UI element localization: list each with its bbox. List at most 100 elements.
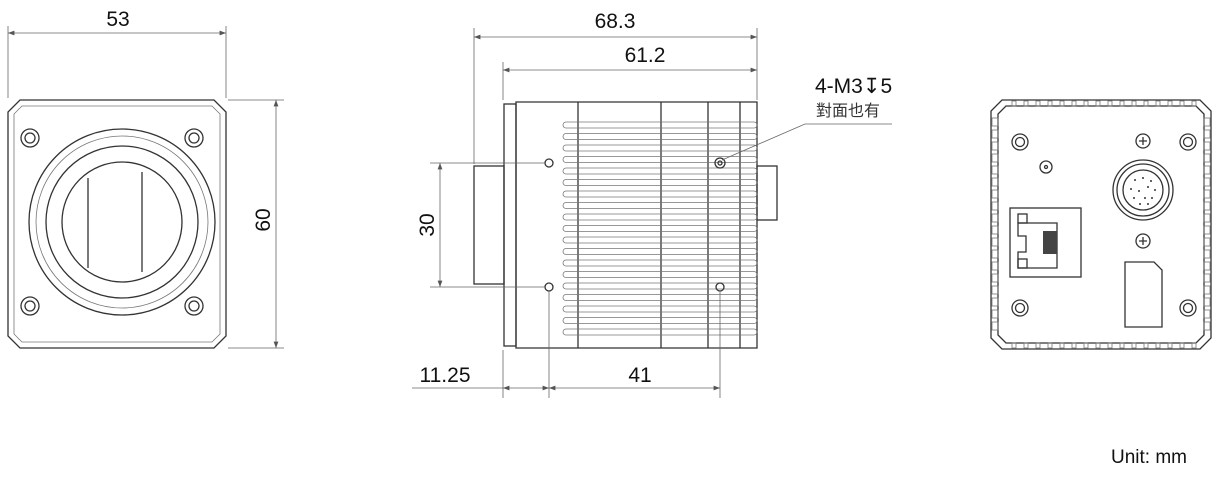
- edge-rib: [1011, 342, 1017, 349]
- cooling-fin: [562, 259, 758, 267]
- edge-rib: [1083, 100, 1089, 107]
- dim-hole-offset: 11.25: [420, 364, 471, 387]
- side-rib: [991, 321, 999, 331]
- edge-rib: [1119, 100, 1125, 107]
- edge-rib: [1155, 342, 1161, 349]
- side-rib: [1203, 237, 1211, 247]
- side-rib: [1203, 177, 1211, 187]
- side-rib: [991, 273, 999, 283]
- dim-front-width: 53: [106, 8, 129, 31]
- side-rib: [991, 249, 999, 259]
- cooling-fin: [562, 213, 758, 221]
- side-rib: [1203, 297, 1211, 307]
- side-rib: [1203, 309, 1211, 319]
- side-rib: [1203, 261, 1211, 271]
- dim-body-length: 61.2: [625, 44, 666, 67]
- edge-rib: [1179, 342, 1185, 349]
- side-rib: [1203, 129, 1211, 139]
- edge-rib: [1107, 100, 1113, 107]
- edge-rib: [1119, 342, 1125, 349]
- edge-rib: [1131, 342, 1137, 349]
- mount-hole-icon: [1011, 133, 1197, 317]
- edge-rib: [1167, 342, 1173, 349]
- side-rib: [991, 153, 999, 163]
- thread-callout: 4-M3↧5: [815, 75, 892, 98]
- edge-rib: [1035, 100, 1041, 107]
- edge-rib: [1131, 100, 1137, 107]
- edge-rib: [1071, 342, 1077, 349]
- mount-hole-icon: [20, 128, 204, 316]
- side-rib: [991, 213, 999, 223]
- edge-rib: [1155, 100, 1161, 107]
- edge-rib: [1107, 342, 1113, 349]
- cooling-fin: [562, 121, 758, 129]
- side-rib: [991, 201, 999, 211]
- back-view: [990, 99, 1212, 350]
- callout-note: 對面也有: [816, 101, 880, 120]
- side-rib: [1203, 165, 1211, 175]
- cooling-fin: [562, 167, 758, 175]
- cooling-fin: [562, 328, 758, 336]
- side-rib: [991, 297, 999, 307]
- edge-rib: [1095, 100, 1101, 107]
- edge-rib: [1023, 100, 1029, 107]
- edge-rib: [1059, 100, 1065, 107]
- cooling-fin: [562, 282, 758, 290]
- side-rib: [1203, 249, 1211, 259]
- cooling-fin: [562, 156, 758, 163]
- side-rib: [991, 261, 999, 271]
- cooling-fin: [562, 144, 758, 152]
- screw-icon: [1135, 133, 1151, 249]
- side-rib: [991, 225, 999, 235]
- cooling-fin: [562, 190, 758, 198]
- edge-rib: [1191, 100, 1197, 107]
- side-rib: [991, 309, 999, 319]
- edge-rib: [1179, 100, 1185, 107]
- cooling-fin: [562, 248, 758, 255]
- side-rib: [1203, 141, 1211, 151]
- ethernet-port-icon: [1009, 207, 1082, 278]
- edge-rib: [1083, 342, 1089, 349]
- side-rib: [1203, 321, 1211, 331]
- edge-rib: [1047, 342, 1053, 349]
- side-rib: [1203, 225, 1211, 235]
- edge-rib: [1167, 100, 1173, 107]
- sd-slot-icon: [1124, 261, 1163, 328]
- side-rib: [991, 165, 999, 175]
- cooling-fin: [562, 317, 758, 324]
- side-view: 68.3 61.2 30 11.25 41 4-M3↧5 對面也有: [412, 10, 892, 398]
- io-connector-icon: [1112, 159, 1174, 221]
- edge-rib: [1143, 342, 1149, 349]
- edge-rib: [1143, 100, 1149, 107]
- side-rib: [991, 285, 999, 295]
- dim-front-height: 60: [252, 208, 275, 231]
- cooling-fin: [562, 294, 758, 301]
- front-view: 53 60: [7, 8, 284, 349]
- dim-hole-spacing-horizontal: 41: [628, 364, 651, 387]
- edge-rib: [1035, 342, 1041, 349]
- cooling-fin: [562, 202, 758, 209]
- cooling-fin: [562, 271, 758, 278]
- cooling-fin: [562, 225, 758, 232]
- side-rib: [991, 117, 999, 127]
- cooling-fin: [562, 236, 758, 244]
- side-rib: [1203, 117, 1211, 127]
- side-rib: [991, 141, 999, 151]
- edge-rib: [1047, 100, 1053, 107]
- side-rib: [1203, 189, 1211, 199]
- edge-rib: [1071, 100, 1077, 107]
- cooling-fin: [562, 305, 758, 313]
- cooling-fin: [562, 179, 758, 186]
- cooling-fin: [562, 133, 758, 140]
- side-rib: [1203, 285, 1211, 295]
- edge-rib: [1059, 342, 1065, 349]
- edge-rib: [1023, 342, 1029, 349]
- side-rib: [1203, 153, 1211, 163]
- edge-rib: [1011, 100, 1017, 107]
- dim-hole-spacing-vertical: 30: [416, 213, 439, 236]
- unit-label: Unit: mm: [1111, 447, 1187, 468]
- side-rib: [1203, 213, 1211, 223]
- side-rib: [991, 129, 999, 139]
- led-indicator-icon: [1039, 160, 1053, 174]
